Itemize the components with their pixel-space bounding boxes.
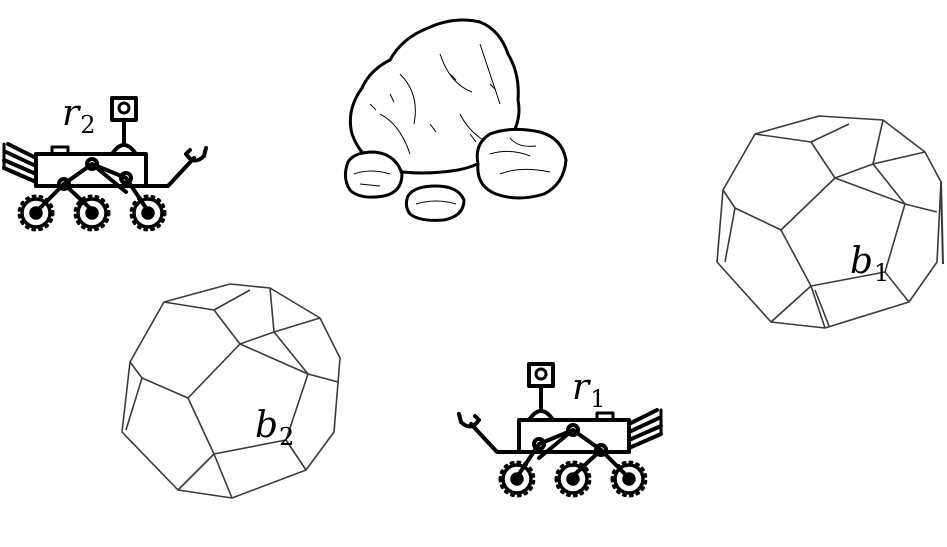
rock-pile-icon [343,18,568,222]
block-b2-subscript: 2 [279,423,295,451]
rover-icon [457,362,663,498]
block-b1-label: b1 [850,241,890,287]
dodecahedron-icon [121,283,341,499]
rover-r1 [450,358,665,508]
rover-r2 [0,92,215,242]
rover-r1-label: r1 [572,367,606,413]
block-b1 [715,112,947,332]
rover-r2-label: r2 [62,93,96,139]
block-b1-symbol: b [850,241,874,282]
rock-pile [340,14,575,229]
block-b1-subscript: 1 [874,259,890,287]
rover-r1-subscript: 1 [590,385,606,413]
block-b2-symbol: b [255,405,279,446]
dodecahedron-icon [716,115,944,329]
rover-r2-subscript: 2 [80,111,96,139]
block-b2 [120,282,342,502]
rover-r2-symbol: r [62,93,80,134]
rover-r1-symbol: r [572,367,590,408]
rover-icon [2,96,208,232]
block-b2-label: b2 [255,405,295,451]
